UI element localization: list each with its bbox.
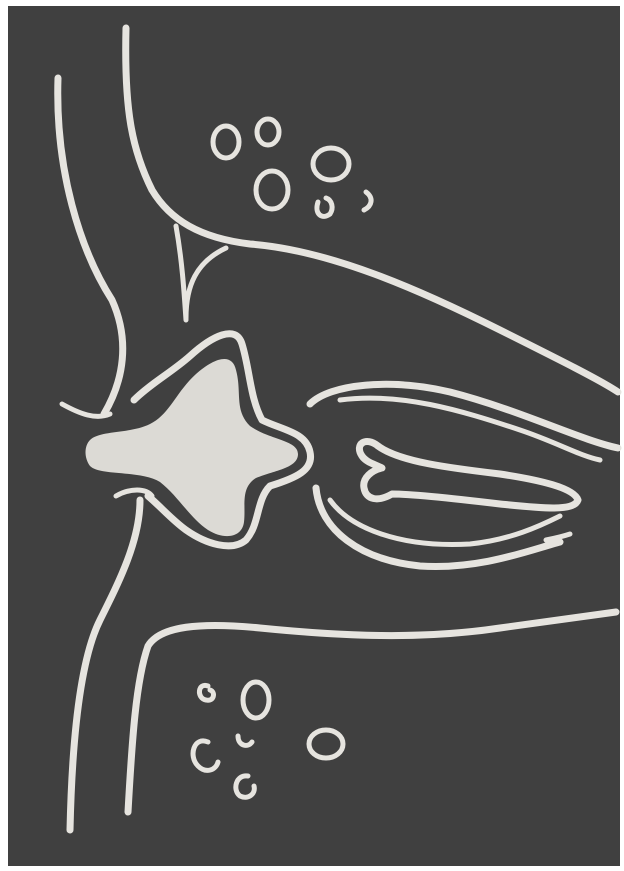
schematic-drawing xyxy=(0,0,624,871)
